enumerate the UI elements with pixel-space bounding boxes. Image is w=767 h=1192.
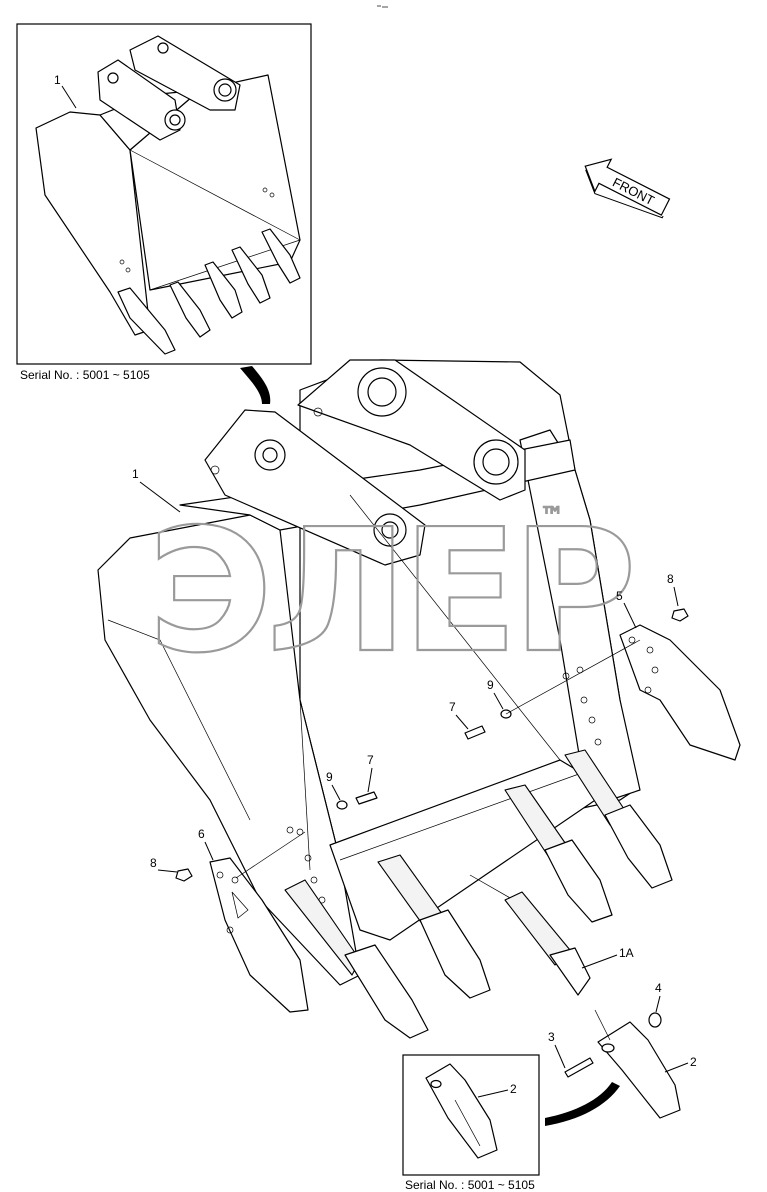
pin-3-shape (564, 1057, 594, 1078)
callout-washer-tooth: 4 (655, 981, 662, 995)
leader-inset-bucket (61, 85, 77, 109)
top-inset-caption: Serial No. : 5001 ~ 5105 (20, 368, 150, 382)
bolt-7-right-shape (464, 725, 486, 740)
front-label: FRONT (610, 174, 657, 208)
nut-8-right-shape (671, 608, 689, 622)
curved-arrow-bottom (545, 1082, 620, 1126)
fasteners (175, 608, 689, 882)
callout-pin: 3 (548, 1030, 555, 1044)
callout-inset-bucket: 1 (54, 73, 61, 87)
tooth-4 (564, 749, 673, 889)
callouts: 1 5 8 9 7 7 9 6 8 1A 4 3 2 (132, 467, 697, 1073)
inset-tooth-drawing (425, 1063, 498, 1159)
callout-tooth-assembly: 1A (619, 946, 634, 960)
callout-inset-tooth: 2 (510, 1082, 517, 1096)
bottom-inset-caption: Serial No. : 5001 ~ 5105 (405, 1178, 535, 1192)
washer-4-shape (648, 1012, 662, 1028)
svg-text:ЭЛЕР: ЭЛЕР (148, 493, 631, 691)
teeth-row (284, 749, 673, 1039)
side-cutter-right (619, 624, 741, 761)
callout-nut-right: 8 (667, 572, 674, 586)
tooth-2 (377, 854, 491, 999)
tooth-adapter-1a (504, 891, 591, 996)
callout-nut-left: 8 (150, 856, 157, 870)
callout-bucket: 1 (132, 467, 139, 481)
tooth-exploded (564, 1009, 681, 1119)
callout-bolt-left: 7 (367, 753, 374, 767)
main-bucket (97, 359, 641, 986)
nut-8-left-shape (175, 868, 193, 882)
top-inset: 1 (16, 23, 312, 365)
watermark: ЭЛЕР ™ (147, 492, 638, 692)
front-arrow: FRONT (584, 158, 671, 219)
top-mark (377, 5, 388, 8)
side-cutter-left (209, 857, 309, 1013)
callout-tooth: 2 (690, 1055, 697, 1069)
bolt-7-left-shape (355, 791, 378, 805)
callout-bolt-right: 7 (449, 700, 456, 714)
callout-washer-right: 9 (487, 678, 494, 692)
washer-9-left-shape (336, 800, 348, 810)
callout-side-cutter-left: 6 (198, 827, 205, 841)
curved-arrow-top (240, 366, 271, 404)
tooth-1 (284, 879, 429, 1039)
watermark-tm: ™ (540, 502, 564, 530)
callout-side-cutter-right: 5 (616, 589, 623, 603)
tooth-3 (504, 784, 613, 923)
inset-bucket-drawing (35, 35, 301, 355)
bottom-inset: 2 (402, 1054, 540, 1176)
callout-washer-left: 9 (326, 770, 333, 784)
